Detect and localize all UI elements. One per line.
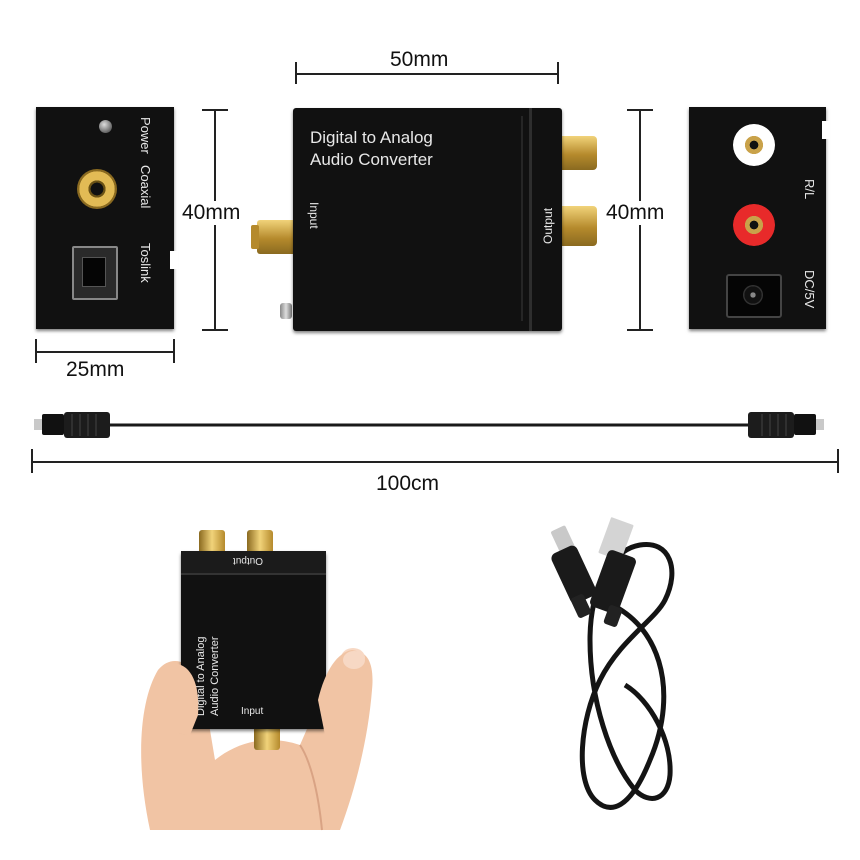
dc-barrel-plug: [551, 525, 597, 618]
input-connector-tip: [251, 225, 259, 249]
dimension-tick: [173, 339, 175, 363]
rca-white-jack-icon: [733, 124, 775, 166]
output-gold-connector-bottom: [559, 206, 597, 246]
coaxial-jack-icon: [77, 169, 117, 209]
dimension-tick: [627, 329, 653, 331]
panel-groove: [529, 108, 532, 331]
dimension-tick: [837, 449, 839, 473]
dimension-line-depth: [36, 351, 174, 353]
hand-input-connector: [254, 726, 280, 750]
output-side-panel: R/L DC/5V: [689, 107, 830, 329]
panel-groove-inner: [521, 116, 523, 321]
front-title-line2: Audio Converter: [310, 150, 433, 169]
dimension-tick: [202, 329, 228, 331]
power-led-icon: [99, 120, 112, 133]
dimension-line-width: [296, 73, 559, 75]
dimension-tick: [295, 62, 297, 84]
dimension-tick: [202, 109, 228, 111]
dc-power-jack-icon: [726, 274, 782, 318]
dimension-height-left-label: 40mm: [182, 201, 241, 225]
panel-notch: [170, 251, 178, 269]
right-toslink-plug: [748, 412, 824, 438]
rca-red-jack-icon: [733, 204, 775, 246]
cable-coil: [579, 542, 675, 810]
usb-plug: [590, 517, 636, 627]
converter-front-view: Digital to Analog Audio Converter Input …: [293, 108, 562, 331]
dimension-tick: [557, 62, 559, 84]
input-side-panel: Power Coaxial Toslink: [36, 107, 178, 329]
output-gold-connector-top: [559, 136, 597, 170]
dimension-tick: [31, 449, 33, 473]
dimension-line-cable: [32, 461, 838, 463]
dimension-depth-label: 25mm: [66, 358, 125, 381]
dimension-width-label: 50mm: [390, 48, 449, 71]
toslink-port-icon: [72, 246, 118, 300]
dimension-cable-label: 100cm: [376, 472, 440, 495]
hand-device-top-strip: [181, 551, 326, 575]
input-gold-connector: [257, 220, 295, 254]
dimension-tick: [35, 339, 37, 363]
front-title-line1: Digital to Analog: [310, 128, 433, 147]
screw-icon: [280, 303, 292, 319]
dimension-height-right-label: 40mm: [606, 201, 665, 225]
panel-notch: [822, 121, 830, 139]
hand-input-label: Input: [241, 706, 264, 717]
left-toslink-plug: [34, 412, 110, 438]
dimension-tick: [627, 109, 653, 111]
hand-held-converter: Output Digital to Analog Audio Converter…: [181, 551, 326, 729]
